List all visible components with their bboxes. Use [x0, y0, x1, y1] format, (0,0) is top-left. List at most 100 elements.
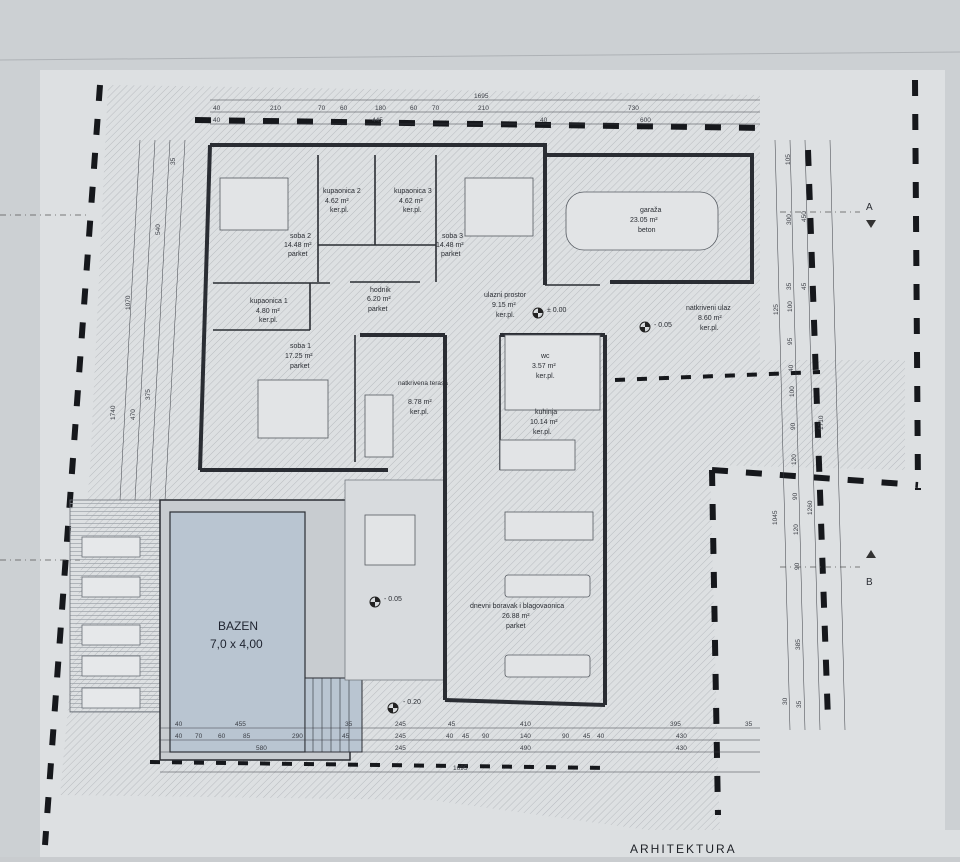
room-floor: parket	[288, 251, 308, 258]
room-name: soba 1	[290, 343, 311, 350]
level-value: - 0.20	[403, 699, 421, 706]
room-area: 17.25 m²	[285, 353, 313, 360]
room-name: soba 2	[290, 233, 311, 240]
room-floor: ker.pl.	[700, 325, 719, 332]
room-name: kupaonica 3	[394, 188, 432, 195]
room-floor: ker.pl.	[536, 373, 555, 380]
level-value: ± 0.00	[547, 307, 567, 314]
dim-label: 1260	[807, 500, 814, 515]
dim-label: 35	[345, 721, 353, 728]
sofa-2	[504, 654, 591, 678]
outdoor-dining-paving	[344, 479, 446, 681]
dim-label: 45	[448, 721, 456, 728]
dim-right-labels: 105 300 450 35 125 100 45 95 40 100 90 1…	[772, 154, 825, 708]
dim-label: 120	[791, 454, 798, 465]
room-kuhinja: kuhinja 10.14 m² ker.pl.	[530, 409, 558, 436]
room-name: soba 3	[442, 233, 463, 240]
room-name: dnevni boravak i blagovaonica	[470, 603, 564, 610]
dim-label: 125	[773, 304, 780, 315]
room-area: 14.48 m²	[436, 242, 464, 249]
dim-label: 1045	[772, 510, 779, 525]
room-name: hodnik	[370, 287, 391, 294]
room-floor: parket	[368, 306, 388, 313]
room-area: 10.14 m²	[530, 419, 558, 426]
dim-label: 40	[446, 733, 454, 740]
dim-top-total: 1695	[474, 93, 489, 100]
wood-deck	[69, 499, 161, 713]
dim-label: 45	[801, 282, 808, 290]
sun-loungers	[81, 536, 141, 709]
building-line	[149, 370, 821, 770]
dim-top-row3: 40 445 40 600	[213, 117, 651, 124]
dim-label: 120	[793, 524, 800, 535]
room-floor: parket	[441, 251, 461, 258]
room-floor: parket	[506, 623, 526, 630]
room-area: 9.15 m²	[492, 302, 516, 309]
dim-label: 730	[628, 105, 639, 112]
pool-steps	[304, 677, 363, 753]
dim-label: 385	[795, 639, 802, 650]
dim-label: 1710	[818, 415, 825, 430]
dim-label: 395	[670, 721, 681, 728]
lounger	[81, 624, 141, 646]
room-area: 26.88 m²	[502, 613, 530, 620]
dim-label: 430	[676, 733, 687, 740]
level-markers: ± 0.00 - 0.05 - 0.05 - 0.20	[369, 307, 672, 714]
room-floor: ker.pl.	[496, 312, 515, 319]
bed-soba-3	[464, 177, 534, 237]
lounger	[81, 536, 141, 558]
dim-label: 430	[676, 745, 687, 752]
level-marker-terasa: - 0.05	[369, 596, 402, 608]
level-marker-vrt: - 0.20	[387, 699, 421, 714]
dim-label: 85	[243, 733, 251, 740]
dim-label: 70	[318, 105, 326, 112]
level-marker-ulaz: ± 0.00	[532, 307, 567, 319]
dim-label: 40	[540, 117, 548, 124]
dim-label: 95	[787, 337, 794, 345]
kitchen-counter	[504, 334, 601, 411]
room-natkrivena-terasa: natkrivena terasa 8.78 m² ker.pl.	[398, 380, 448, 416]
dim-label: 40	[175, 733, 183, 740]
room-ulazni-prostor: ulazni prostor 9.15 m² ker.pl.	[484, 292, 527, 319]
room-name: kuhinja	[535, 409, 557, 416]
level-value: - 0.05	[654, 322, 672, 329]
dim-label: 40	[213, 105, 221, 112]
dim-bottom-row2: 40 70 60 85 290 45 245 40 45 90 140 90 4…	[175, 733, 687, 740]
room-hodnik: hodnik 6.20 m² parket	[367, 287, 391, 313]
dim-label: 470	[130, 409, 137, 420]
dim-label: 60	[410, 105, 418, 112]
room-area: 4.62 m²	[399, 198, 423, 205]
room-floor: ker.pl.	[403, 207, 422, 214]
room-floor: ker.pl.	[533, 429, 552, 436]
room-name: wc	[540, 353, 550, 360]
dim-label: 1070	[125, 295, 132, 310]
lounger	[81, 576, 141, 598]
dim-left-labels: 1070 540 1740 375 470 35	[110, 157, 177, 420]
dim-label: 180	[375, 105, 386, 112]
section-b-label: B	[866, 577, 873, 588]
dimension-lines-right	[774, 139, 846, 731]
terrace-bench	[364, 394, 394, 458]
room-floor: ker.pl.	[410, 409, 429, 416]
room-natkriveni-ulaz: natkriveni ulaz 8.60 m² ker.pl.	[686, 305, 731, 332]
section-a-label: A	[866, 202, 873, 213]
room-floor: ker.pl.	[259, 317, 278, 324]
pool-size: 7,0 x 4,00	[210, 637, 263, 651]
dim-label: 300	[786, 214, 793, 225]
dim-label: 35	[745, 721, 753, 728]
dim-label: 450	[801, 211, 808, 222]
dim-top-row2: 40 210 70 60 180 60 70 210 730	[213, 105, 639, 112]
dim-label: 35	[796, 700, 803, 708]
room-area: 23.05 m²	[630, 217, 658, 224]
dim-label: 40	[175, 721, 183, 728]
dim-bottom-total: 1695	[453, 765, 468, 772]
dim-label: 40	[213, 117, 221, 124]
title-block	[610, 830, 960, 857]
room-soba-3: soba 3 14.48 m² parket	[436, 233, 464, 258]
bed-soba-1	[257, 379, 329, 439]
title-block-text: ARHITEKTURA	[630, 842, 737, 856]
pool-step-lines	[312, 678, 350, 752]
room-floor: ker.pl.	[330, 207, 349, 214]
